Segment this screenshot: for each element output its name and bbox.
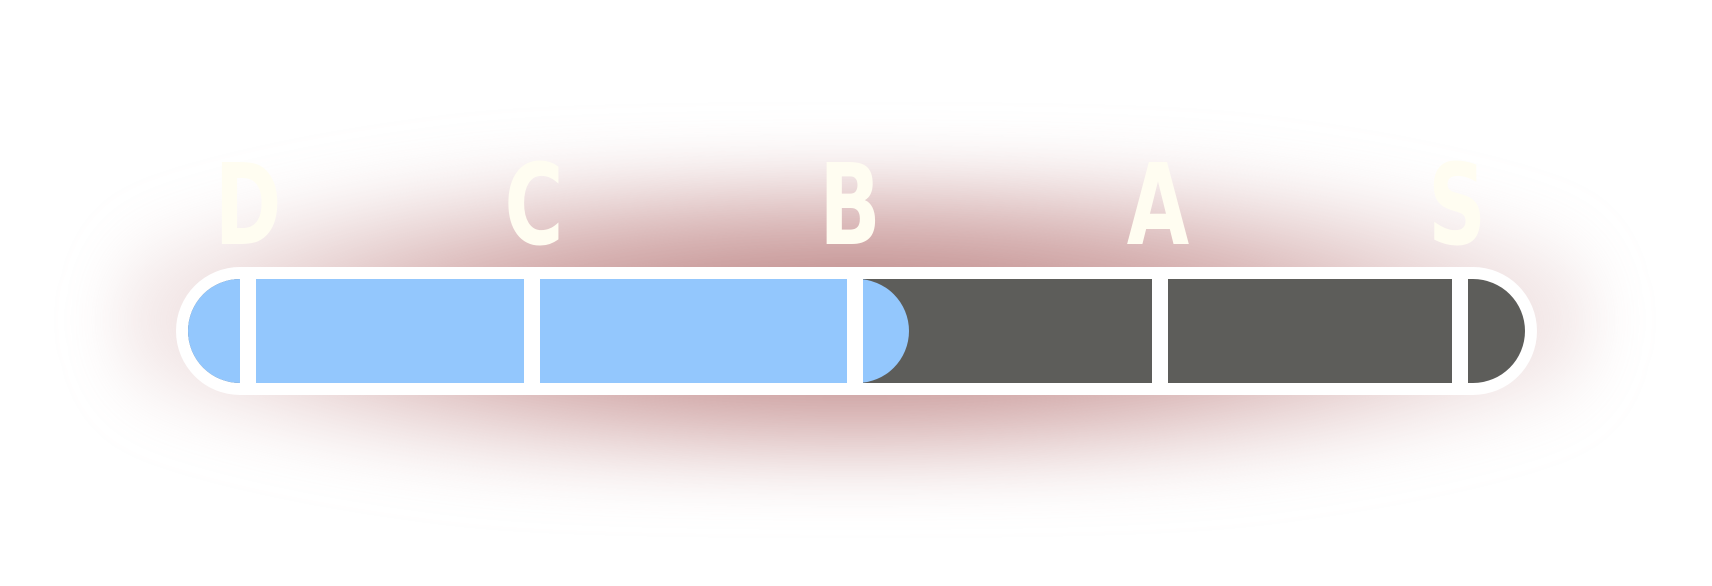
grade-label-s: S	[1427, 141, 1487, 271]
rank-progress-bar	[176, 267, 1537, 395]
grade-label-b: B	[819, 141, 881, 271]
grade-divider-a	[1152, 279, 1168, 383]
rank-progress-fill	[188, 279, 909, 383]
grade-divider-s	[1452, 279, 1468, 383]
grade-label-c: C	[504, 141, 564, 271]
grade-divider-c	[524, 279, 540, 383]
grade-label-a: A	[1126, 141, 1190, 271]
grade-divider-d	[240, 279, 256, 383]
grade-divider-b	[847, 279, 863, 383]
rank-progress-track	[188, 279, 1525, 383]
grade-label-d: D	[214, 141, 282, 271]
